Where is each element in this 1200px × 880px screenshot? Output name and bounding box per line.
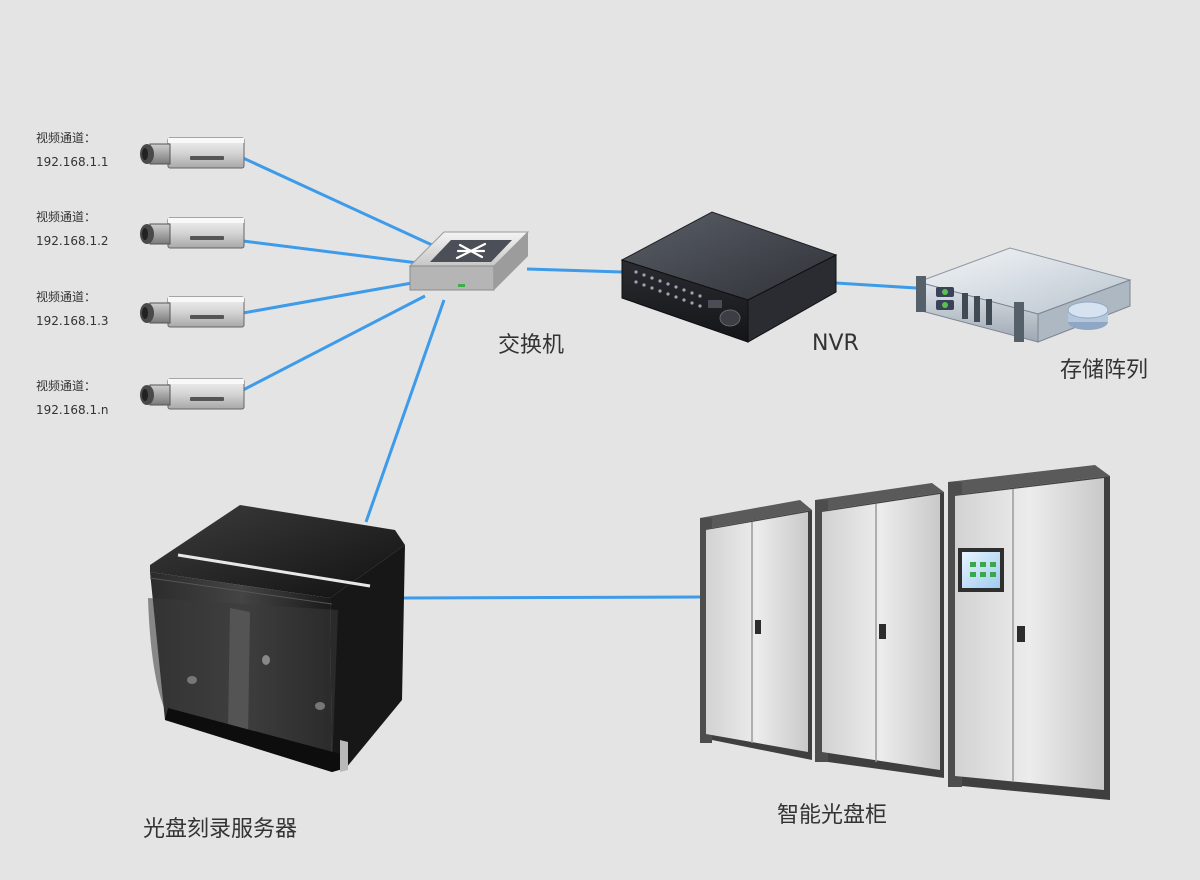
disc-burner-server-icon bbox=[148, 505, 405, 772]
camera-1-ip: 192.168.1.1 bbox=[36, 155, 109, 169]
camera-4-label: 视频通道： 192.168.1.n bbox=[36, 374, 109, 422]
storage-array-label: 存储阵列 bbox=[1060, 358, 1149, 383]
link-burner-cabinet bbox=[401, 595, 701, 600]
camera-4-channel: 视频通道： bbox=[36, 379, 97, 393]
camera-3-ip: 192.168.1.3 bbox=[36, 314, 109, 328]
disc-burner-server-label: 光盘刻录服务器 bbox=[143, 817, 298, 842]
camera-2-channel: 视频通道： bbox=[36, 210, 97, 224]
link-camera-4-switch bbox=[242, 294, 426, 392]
camera-2-ip: 192.168.1.2 bbox=[36, 234, 109, 248]
link-camera-1-switch bbox=[242, 156, 433, 247]
camera-3-icon bbox=[140, 296, 245, 328]
link-camera-3-switch bbox=[242, 281, 413, 315]
storage-array-icon bbox=[916, 247, 1132, 343]
link-camera-2-switch bbox=[242, 239, 419, 265]
smart-disc-cabinet-label: 智能光盘柜 bbox=[777, 803, 888, 828]
camera-1-channel: 视频通道： bbox=[36, 131, 97, 145]
nvr-label: NVR bbox=[812, 331, 859, 356]
camera-2-icon bbox=[140, 217, 245, 249]
link-nvr-storage bbox=[835, 281, 917, 290]
smart-disc-cabinet-icon bbox=[700, 465, 1110, 800]
camera-4-ip: 192.168.1.n bbox=[36, 403, 109, 417]
connection-links bbox=[242, 156, 917, 600]
camera-3-channel: 视频通道： bbox=[36, 290, 97, 304]
link-switch-nvr bbox=[526, 267, 623, 274]
nvr-icon bbox=[620, 211, 838, 343]
camera-4-icon bbox=[140, 378, 245, 410]
camera-1-label: 视频通道： 192.168.1.1 bbox=[36, 126, 109, 174]
camera-1-icon bbox=[140, 137, 245, 169]
camera-3-label: 视频通道： 192.168.1.3 bbox=[36, 285, 109, 333]
link-switch-burner bbox=[364, 299, 446, 523]
switch-label: 交换机 bbox=[498, 333, 565, 358]
camera-2-label: 视频通道： 192.168.1.2 bbox=[36, 205, 109, 253]
switch-icon bbox=[408, 231, 530, 291]
